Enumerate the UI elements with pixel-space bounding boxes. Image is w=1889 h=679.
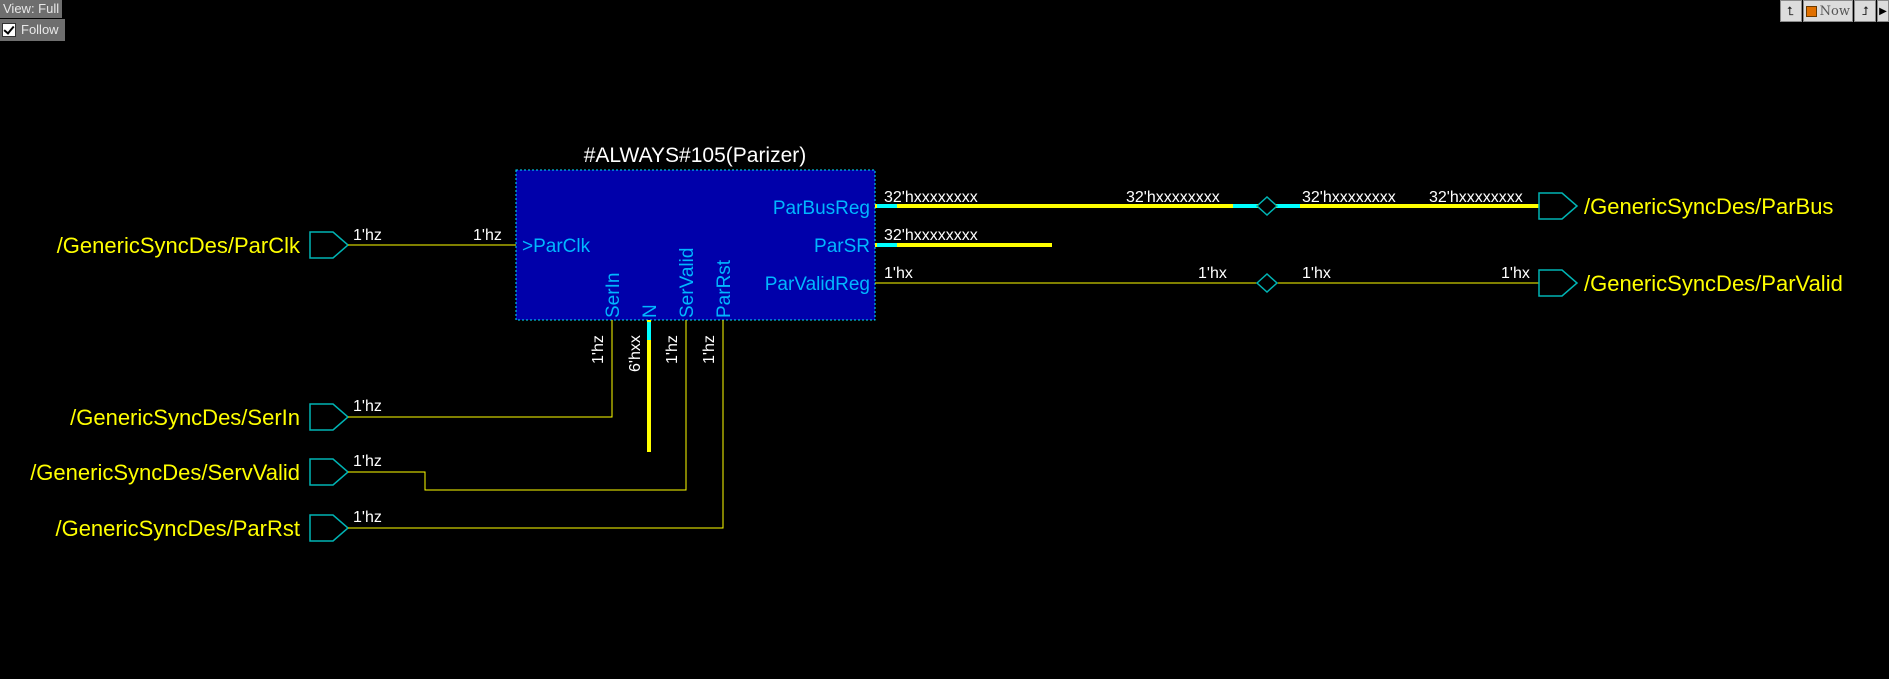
checkbox-checked-icon[interactable] — [2, 23, 16, 37]
schematic-toolbar: ⮤ Now ⮥ ▶ — [1779, 0, 1889, 22]
follow-checkbox[interactable]: Follow — [0, 19, 65, 41]
always-block[interactable] — [515, 169, 876, 321]
signal-parvalid[interactable]: /GenericSyncDes/ParValid — [1584, 271, 1843, 296]
signal-parbus[interactable]: /GenericSyncDes/ParBus — [1584, 194, 1833, 219]
port-parbusreg: ParBusReg — [773, 198, 870, 219]
value-parsr: 32'hxxxxxxxx — [884, 227, 978, 244]
value-parvalid-3: 1'hx — [1302, 265, 1331, 282]
value-parrst-src: 1'hz — [353, 509, 382, 526]
signal-parclk[interactable]: /GenericSyncDes/ParClk — [57, 233, 301, 258]
block-title: #ALWAYS#105(Parizer) — [584, 144, 807, 167]
port-servalid: SerValid — [677, 248, 698, 318]
output-connector-parvalid[interactable] — [1538, 269, 1579, 297]
trace-forward-icon[interactable]: ⮥ — [1854, 0, 1876, 22]
port-parsr: ParSR — [814, 236, 870, 257]
value-servalid-src: 1'hz — [353, 453, 382, 470]
signal-serin[interactable]: /GenericSyncDes/SerIn — [70, 405, 300, 430]
now-marker-icon — [1805, 5, 1817, 17]
value-serin-src: 1'hz — [353, 398, 382, 415]
signal-parrst[interactable]: /GenericSyncDes/ParRst — [55, 516, 300, 541]
input-connector-parrst[interactable] — [309, 514, 350, 542]
port-n: N — [640, 304, 661, 318]
wire-servalid[interactable] — [348, 320, 687, 491]
value-parvalid-1: 1'hx — [884, 265, 913, 282]
value-parclk-src: 1'hz — [353, 227, 382, 244]
parvalid-buffer-diamond[interactable] — [1255, 272, 1279, 294]
trace-back-icon[interactable]: ⮤ — [1779, 0, 1802, 22]
signal-servalid[interactable]: /GenericSyncDes/ServValid — [30, 460, 300, 485]
value-n-pin: 6'hxx — [627, 335, 644, 372]
value-servalid-pin: 1'hz — [664, 335, 681, 364]
view-mode-label: View: Full — [0, 0, 63, 18]
value-parbus-2: 32'hxxxxxxxx — [1126, 189, 1220, 206]
input-connector-servalid[interactable] — [309, 458, 350, 486]
input-connector-serin[interactable] — [309, 403, 350, 431]
value-parrst-pin: 1'hz — [701, 335, 718, 364]
now-label: Now — [1819, 3, 1850, 19]
value-parvalid-2: 1'hx — [1198, 265, 1227, 282]
parbus-buffer-diamond[interactable] — [1255, 195, 1279, 217]
wire-serin[interactable] — [348, 320, 613, 418]
wire-parrst[interactable] — [348, 320, 724, 529]
port-parvalidreg: ParValidReg — [765, 274, 870, 295]
value-parbus-3: 32'hxxxxxxxx — [1302, 189, 1396, 206]
port-serin: SerIn — [603, 273, 624, 318]
value-parbus-1: 32'hxxxxxxxx — [884, 189, 978, 206]
port-parrst: ParRst — [714, 259, 735, 318]
output-connector-parbus[interactable] — [1538, 192, 1579, 220]
value-parclk-dst: 1'hz — [473, 227, 502, 244]
value-parvalid-4: 1'hx — [1501, 265, 1530, 282]
input-connector-parclk[interactable] — [309, 231, 350, 259]
port-parclk: >ParClk — [522, 236, 591, 257]
now-button[interactable]: Now — [1802, 0, 1853, 22]
follow-label: Follow — [21, 22, 59, 37]
value-serin-pin: 1'hz — [590, 335, 607, 364]
value-parbus-4: 32'hxxxxxxxx — [1429, 189, 1523, 206]
